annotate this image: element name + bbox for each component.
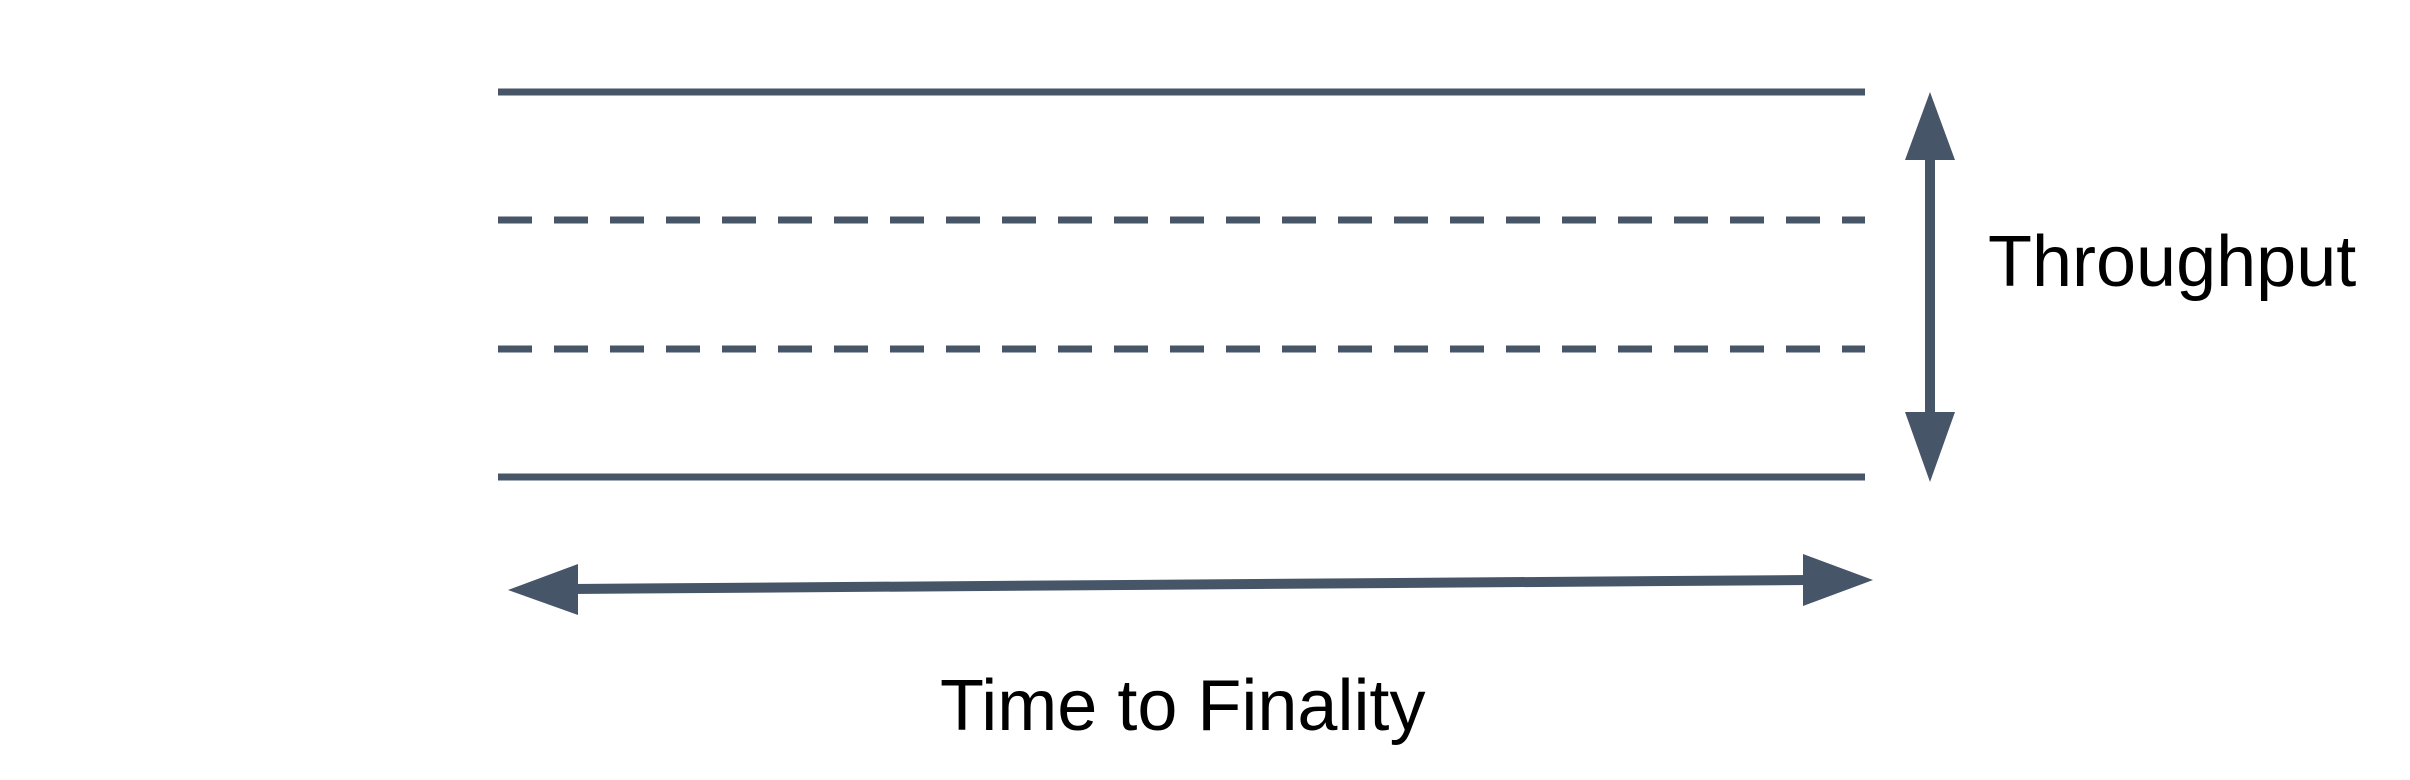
finality-arrow-head-left xyxy=(508,564,578,615)
throughput-arrow-head-down xyxy=(1905,412,1955,482)
throughput-label: Throughput xyxy=(1988,222,2357,302)
finality-arrow-head-right xyxy=(1803,554,1873,606)
throughput-arrow-head-up xyxy=(1905,92,1955,160)
throughput-arrow xyxy=(1905,92,1955,482)
time-to-finality-label: Time to Finality xyxy=(940,666,1426,746)
finality-arrow xyxy=(508,554,1873,615)
